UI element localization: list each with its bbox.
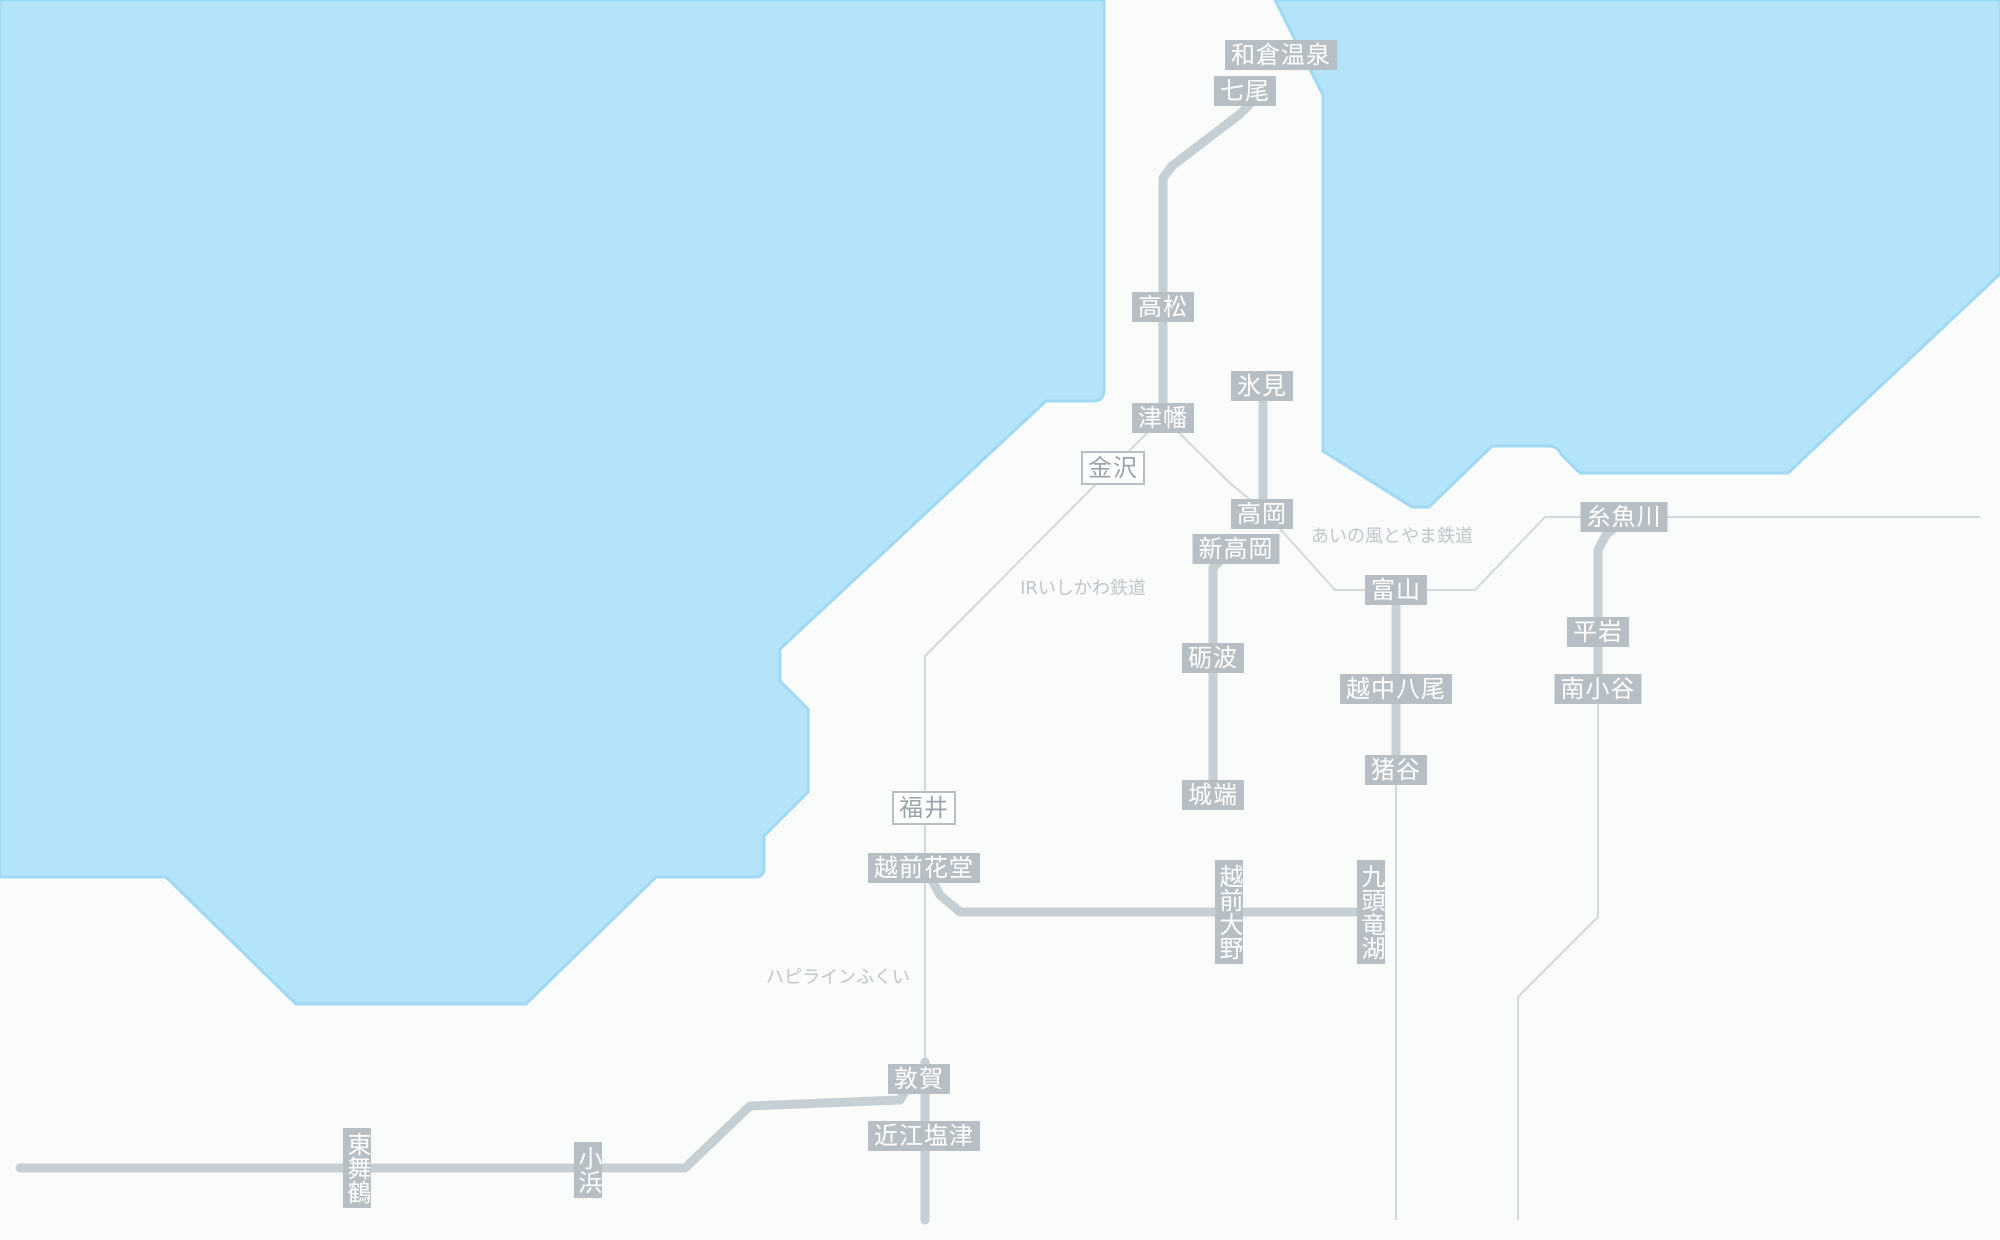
line-obama (15, 1075, 917, 1173)
station-itoigawa[interactable]: 糸魚川 (1580, 502, 1668, 532)
station-minami-otari[interactable]: 南小谷 (1554, 674, 1642, 704)
station-wakura-onsen[interactable]: 和倉温泉 (1225, 40, 1337, 70)
station-kuzuryuko[interactable]: 九頭竜湖 (1357, 860, 1385, 964)
station-inotani[interactable]: 猪谷 (1365, 755, 1427, 785)
station-kanazawa[interactable]: 金沢 (1081, 451, 1145, 485)
line-label-hapi-line: ハピラインふくい (766, 967, 910, 988)
station-himi[interactable]: 氷見 (1231, 371, 1293, 401)
station-shin-takaoka[interactable]: 新高岡 (1192, 534, 1280, 564)
station-nanao[interactable]: 七尾 (1214, 76, 1276, 106)
station-obama[interactable]: 小浜 (574, 1142, 602, 1198)
station-etchu-yatsuo[interactable]: 越中八尾 (1340, 674, 1452, 704)
station-tsubata[interactable]: 津幡 (1132, 403, 1194, 433)
line-oito-south (1517, 690, 1599, 1220)
line-label-ir-ishikawa: IRいしかわ鉄道 (1020, 578, 1146, 599)
line-nanao (1158, 87, 1267, 422)
line-ir-ishikawa (924, 416, 1164, 1080)
station-omi-shiotsu[interactable]: 近江塩津 (868, 1121, 980, 1151)
line-oito (1593, 512, 1633, 695)
line-etsumi-hoku (920, 863, 1377, 917)
station-echizen-ono[interactable]: 越前大野 (1215, 860, 1243, 964)
station-higashi-maizuru[interactable]: 東舞鶴 (343, 1128, 371, 1208)
station-takamatsu[interactable]: 高松 (1132, 292, 1194, 322)
station-tsuruga[interactable]: 敦賀 (888, 1064, 950, 1094)
station-fukui[interactable]: 福井 (892, 791, 956, 825)
station-johana[interactable]: 城端 (1182, 780, 1244, 810)
station-echizen-hanando[interactable]: 越前花堂 (868, 853, 980, 883)
station-toyama[interactable]: 富山 (1365, 575, 1427, 605)
station-hiraiwa[interactable]: 平岩 (1567, 617, 1629, 647)
line-label-ainokaze: あいの風とやま鉄道 (1311, 526, 1473, 547)
station-takaoka[interactable]: 高岡 (1231, 499, 1293, 529)
station-tonami[interactable]: 砺波 (1182, 643, 1244, 673)
sea-left (0, 0, 1106, 1006)
sea-right (1273, 0, 2000, 509)
